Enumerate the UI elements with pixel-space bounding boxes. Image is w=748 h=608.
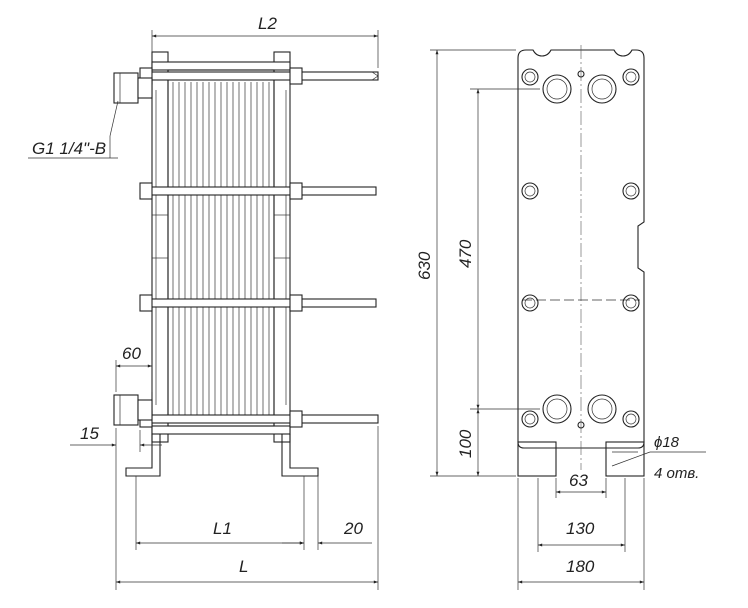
dim-l: L <box>239 557 248 576</box>
upper-nozzle <box>113 72 153 104</box>
bottom-port-right <box>587 394 617 424</box>
hole-count: 4 отв. <box>654 465 699 482</box>
dim-60: 60 <box>122 344 141 363</box>
front-right-foot <box>605 441 645 477</box>
plate-pack <box>167 69 275 427</box>
tie-rod-3 <box>139 294 377 312</box>
hole-diameter: ϕ18 <box>654 434 680 451</box>
dim-100: 100 <box>456 429 475 458</box>
dim-180: 180 <box>566 557 595 576</box>
dim-20: 20 <box>343 519 363 538</box>
top-port-left <box>542 74 572 104</box>
dim-63: 63 <box>569 471 588 490</box>
tie-rod-2 <box>139 182 377 200</box>
fixed-frame-plate <box>151 51 169 443</box>
dim-l2: L2 <box>258 14 277 33</box>
thread-leader <box>109 100 119 137</box>
thread-label: G1 1/4"-B <box>32 139 106 158</box>
front-view: 630 470 100 63 130 180 ϕ18 4 отв. <box>415 45 706 590</box>
dim-470: 470 <box>456 239 475 268</box>
top-port-right <box>587 74 617 104</box>
dim-l1: L1 <box>213 519 232 538</box>
hole-leader <box>611 451 651 467</box>
side-view: L2 G1 1/4"-B 60 15 L1 20 L <box>28 14 379 590</box>
front-left-foot <box>517 441 557 477</box>
bottom-port-left <box>542 394 572 424</box>
dim-15: 15 <box>80 424 99 443</box>
pressure-plate <box>273 51 291 443</box>
bottom-guide-bar <box>151 425 291 435</box>
tie-rod-4 <box>139 410 379 428</box>
top-guide-bar <box>151 61 291 71</box>
bolt-holes <box>521 68 640 428</box>
plate-lines <box>172 82 270 420</box>
dim-130: 130 <box>566 519 595 538</box>
right-foot <box>281 434 319 477</box>
dim-630: 630 <box>415 251 434 280</box>
left-foot <box>125 434 161 477</box>
lower-nozzle <box>113 394 153 426</box>
frame-outline <box>517 49 645 449</box>
